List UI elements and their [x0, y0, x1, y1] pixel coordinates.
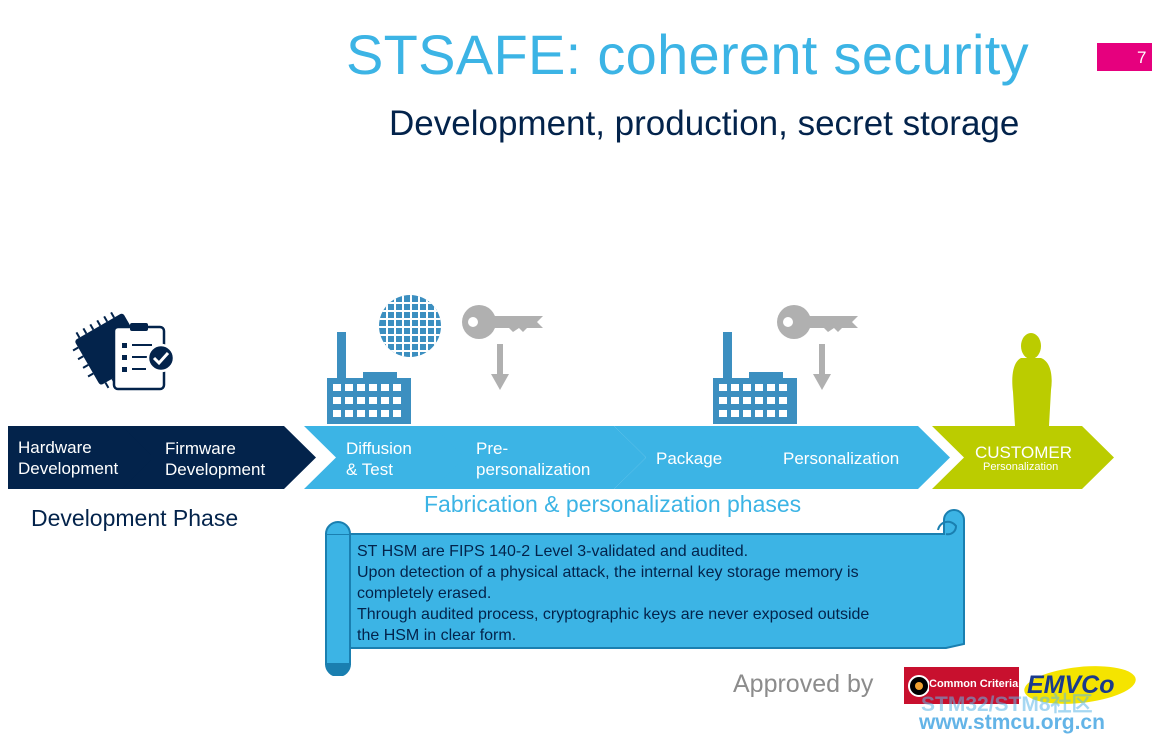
common-criteria-text: Common Criteria	[929, 678, 1019, 690]
key-icon	[462, 305, 543, 339]
step-label: Hardware Development	[18, 437, 118, 479]
description-line: the HSM in clear form.	[357, 627, 517, 644]
customer-person-icon	[1012, 333, 1052, 426]
emvco-logo	[1024, 666, 1136, 704]
step-label-line: personalization	[476, 460, 591, 479]
step-sublabel: Personalization	[983, 461, 1059, 473]
step-customer	[932, 426, 1114, 489]
hsm-description: ST HSM are FIPS 140-2 Level 3-validated …	[357, 541, 947, 646]
step-package	[614, 426, 774, 489]
page-title: STSAFE: coherent security	[346, 23, 1029, 86]
step-label: Firmware Development	[165, 438, 265, 480]
common-criteria-emblem-icon	[908, 675, 929, 697]
page-subtitle: Development, production, secret storage	[389, 104, 1020, 143]
step-pre-personalization	[433, 426, 646, 489]
approved-by-label: Approved by	[733, 670, 874, 698]
hsm-scroll-banner	[325, 509, 965, 676]
step-hardware-development	[8, 426, 156, 489]
fabrication-phase-label: Fabrication & personalization phases	[424, 491, 802, 517]
step-diffusion-test	[304, 426, 468, 489]
wafer-icon	[379, 295, 441, 357]
arrow-down-icon	[491, 344, 509, 390]
arrow-down-icon	[813, 344, 831, 390]
step-label-line: Pre-	[476, 439, 509, 458]
step-label: CUSTOMER	[975, 443, 1072, 462]
step-label-line: Firmware	[165, 439, 236, 458]
step-firmware-development	[122, 426, 316, 489]
description-line: Upon detection of a physical attack, the…	[357, 564, 859, 581]
step-label-line: Development	[165, 460, 266, 479]
watermark-line-1: STM32/STM8社区	[921, 693, 1093, 716]
factory-icon	[327, 332, 411, 424]
page-number-badge	[1097, 43, 1152, 71]
step-label-line: Development	[18, 459, 119, 478]
description-line: ST HSM are FIPS 140-2 Level 3-validated …	[357, 543, 749, 560]
step-label-line: Diffusion	[346, 439, 412, 458]
step-label: Package	[656, 449, 723, 468]
description-line: Through audited process, cryptographic k…	[357, 606, 870, 623]
emvco-text: EMVCo	[1027, 671, 1115, 699]
step-personalization	[741, 426, 950, 489]
step-label: Personalization	[783, 449, 900, 468]
development-phase-label: Development Phase	[31, 505, 239, 531]
step-label-line: Hardware	[18, 438, 92, 457]
watermark-line-2: www.stmcu.org.cn	[919, 711, 1105, 734]
step-label-line: & Test	[346, 460, 393, 479]
key-icon	[777, 305, 858, 339]
description-line: completely erased.	[357, 585, 492, 602]
factory-icon	[713, 332, 797, 424]
chip-checklist-icon	[72, 311, 176, 391]
page-number: 7	[1137, 48, 1147, 67]
step-label: Pre- personalization	[476, 438, 590, 480]
step-label: Diffusion & Test	[346, 438, 412, 480]
